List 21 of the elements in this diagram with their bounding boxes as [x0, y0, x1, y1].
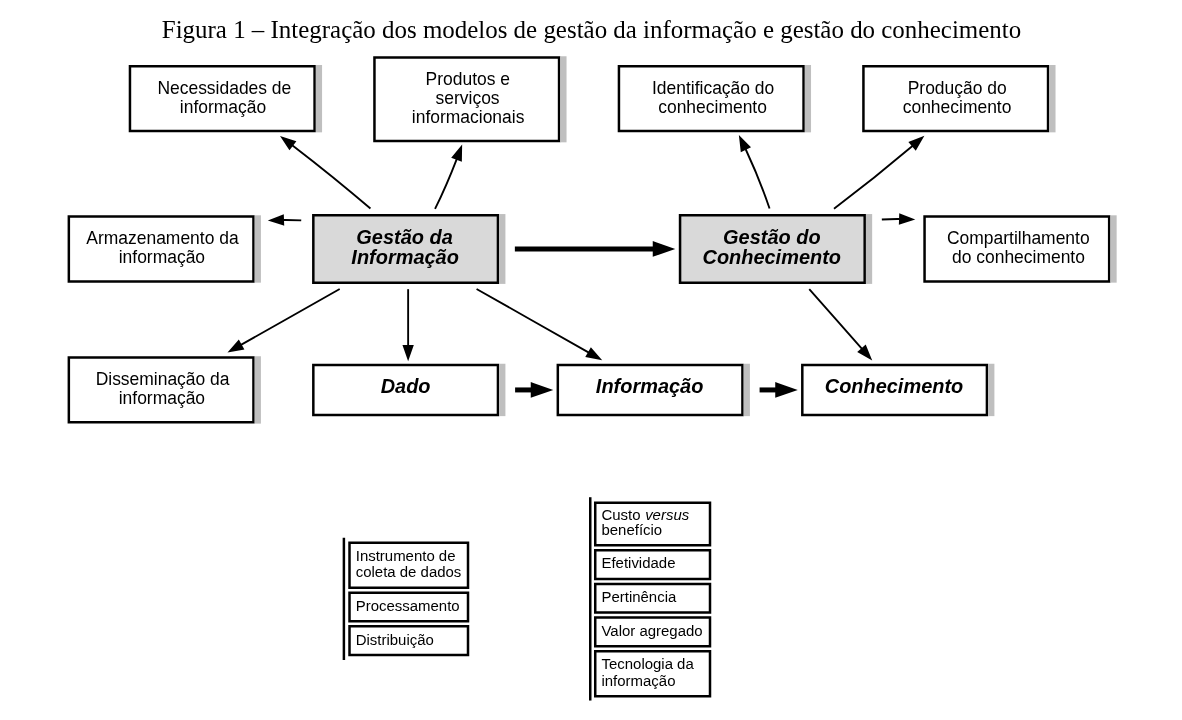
arrow — [738, 135, 770, 210]
arrow — [807, 288, 872, 361]
arrow — [880, 213, 915, 225]
node-label: Pertinência — [600, 588, 676, 606]
arrow — [433, 144, 462, 210]
node-label: Valor agregado — [600, 621, 703, 639]
node-label: Efetividade — [600, 554, 675, 572]
node-label: Distribuição — [355, 630, 434, 648]
arrow — [226, 288, 341, 353]
node-label: Tecnologia da informação — [600, 655, 694, 689]
arrow — [401, 288, 414, 362]
arrow — [514, 241, 675, 257]
arrow — [279, 135, 371, 210]
arrow — [475, 288, 602, 361]
arrow — [832, 135, 924, 210]
node-label: Instrumento de coleta de dados — [355, 546, 461, 581]
node-label: Processamento — [355, 596, 460, 614]
node-label: Custo versus benefício — [600, 505, 689, 538]
diagram-title: Figura 1 – Integração dos modelos de gestão da informação e gestão do conhecimento — [161, 16, 1021, 44]
arrow — [267, 214, 302, 226]
arrow — [514, 382, 553, 398]
